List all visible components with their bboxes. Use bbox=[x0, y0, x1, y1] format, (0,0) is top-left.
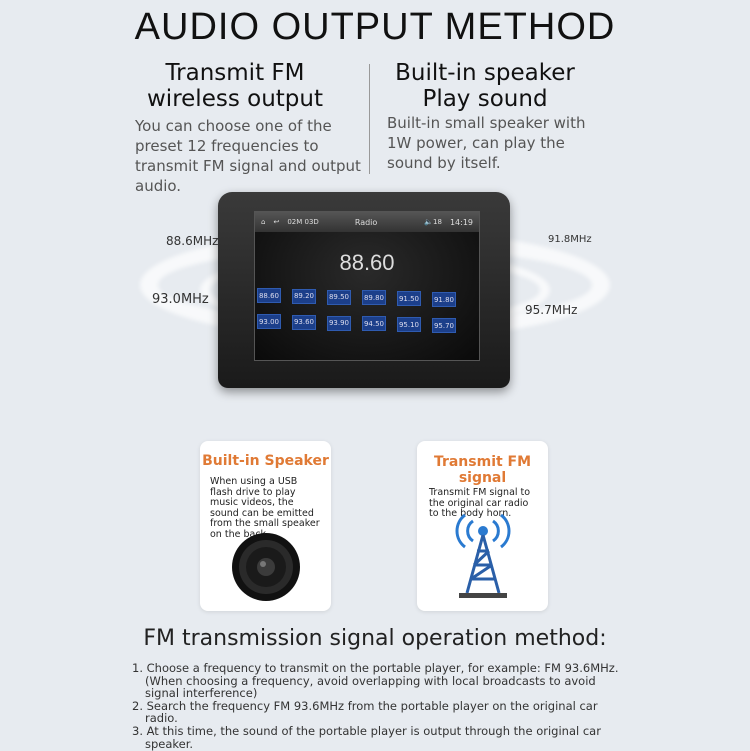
right-heading: Built-in speaker Play sound bbox=[385, 60, 585, 112]
volume-icon[interactable]: 🔈18 bbox=[424, 218, 442, 226]
radio-tower-icon bbox=[455, 513, 511, 598]
preset-button[interactable]: 93.90 bbox=[327, 315, 351, 331]
divider bbox=[369, 64, 370, 174]
preset-button[interactable]: 93.00 bbox=[257, 314, 281, 329]
volume-value: 18 bbox=[433, 218, 442, 226]
freq-label: 91.8MHz bbox=[548, 234, 592, 245]
status-bar: ⌂ ↩ 02M 03D Radio 🔈18 14:19 bbox=[255, 212, 479, 232]
right-heading-line1: Built-in speaker bbox=[395, 60, 575, 86]
preset-button[interactable]: 95.10 bbox=[397, 317, 421, 333]
right-description: Built-in small speaker with 1W power, ca… bbox=[387, 114, 586, 172]
right-heading-line2: Play sound bbox=[422, 86, 548, 112]
preset-button[interactable]: 95.70 bbox=[432, 318, 456, 333]
back-icon[interactable]: ↩ bbox=[273, 218, 280, 226]
left-heading-line2: wireless output bbox=[147, 86, 323, 112]
method-step: 2. Search the frequency FM 93.6MHz from … bbox=[132, 698, 598, 726]
card-title: Transmit FM signal bbox=[433, 454, 532, 486]
preset-button[interactable]: 88.60 bbox=[257, 288, 281, 303]
preset-button[interactable]: 91.80 bbox=[432, 292, 456, 307]
clock: 14:19 bbox=[449, 217, 473, 227]
method-step: 3. At this time, the sound of the portab… bbox=[132, 723, 601, 751]
card-text: When using a USB flash drive to play mus… bbox=[210, 476, 320, 540]
preset-button[interactable]: 91.50 bbox=[397, 291, 421, 307]
preset-button[interactable]: 93.60 bbox=[292, 314, 316, 330]
screen-title: Radio bbox=[354, 217, 378, 227]
speaker-icon bbox=[232, 533, 300, 601]
method-heading: FM transmission signal operation method: bbox=[143, 626, 607, 651]
left-heading-line1: Transmit FM bbox=[165, 60, 305, 86]
preset-button[interactable]: 89.50 bbox=[327, 289, 351, 305]
date-text: 02M 03D bbox=[287, 218, 319, 226]
card-text: Transmit FM signal to the original car r… bbox=[429, 487, 531, 519]
card-built-in-speaker: Built-in Speaker When using a USB flash … bbox=[200, 441, 331, 611]
left-heading: Transmit FM wireless output bbox=[130, 60, 340, 112]
freq-label: 93.0MHz bbox=[152, 292, 209, 307]
method-steps: 1. Choose a frequency to transmit on the… bbox=[132, 662, 632, 750]
home-icon[interactable]: ⌂ bbox=[261, 218, 266, 226]
method-step: 1. Choose a frequency to transmit on the… bbox=[132, 661, 619, 701]
freq-label: 88.6MHz bbox=[166, 234, 219, 248]
device-screen: ⌂ ↩ 02M 03D Radio 🔈18 14:19 88.60 88.60 8… bbox=[254, 211, 480, 361]
left-description: You can choose one of the preset 12 freq… bbox=[135, 117, 361, 195]
card-transmit-fm: Transmit FM signal Transmit FM signal to… bbox=[417, 441, 548, 611]
card-title: Built-in Speaker bbox=[202, 453, 329, 469]
preset-button[interactable]: 89.80 bbox=[362, 290, 386, 306]
freq-label: 95.7MHz bbox=[525, 303, 578, 317]
preset-button[interactable]: 89.20 bbox=[292, 288, 316, 304]
preset-button[interactable]: 94.50 bbox=[362, 316, 386, 332]
current-frequency: 88.60 bbox=[339, 250, 395, 275]
page-title: AUDIO OUTPUT METHOD bbox=[134, 6, 616, 48]
